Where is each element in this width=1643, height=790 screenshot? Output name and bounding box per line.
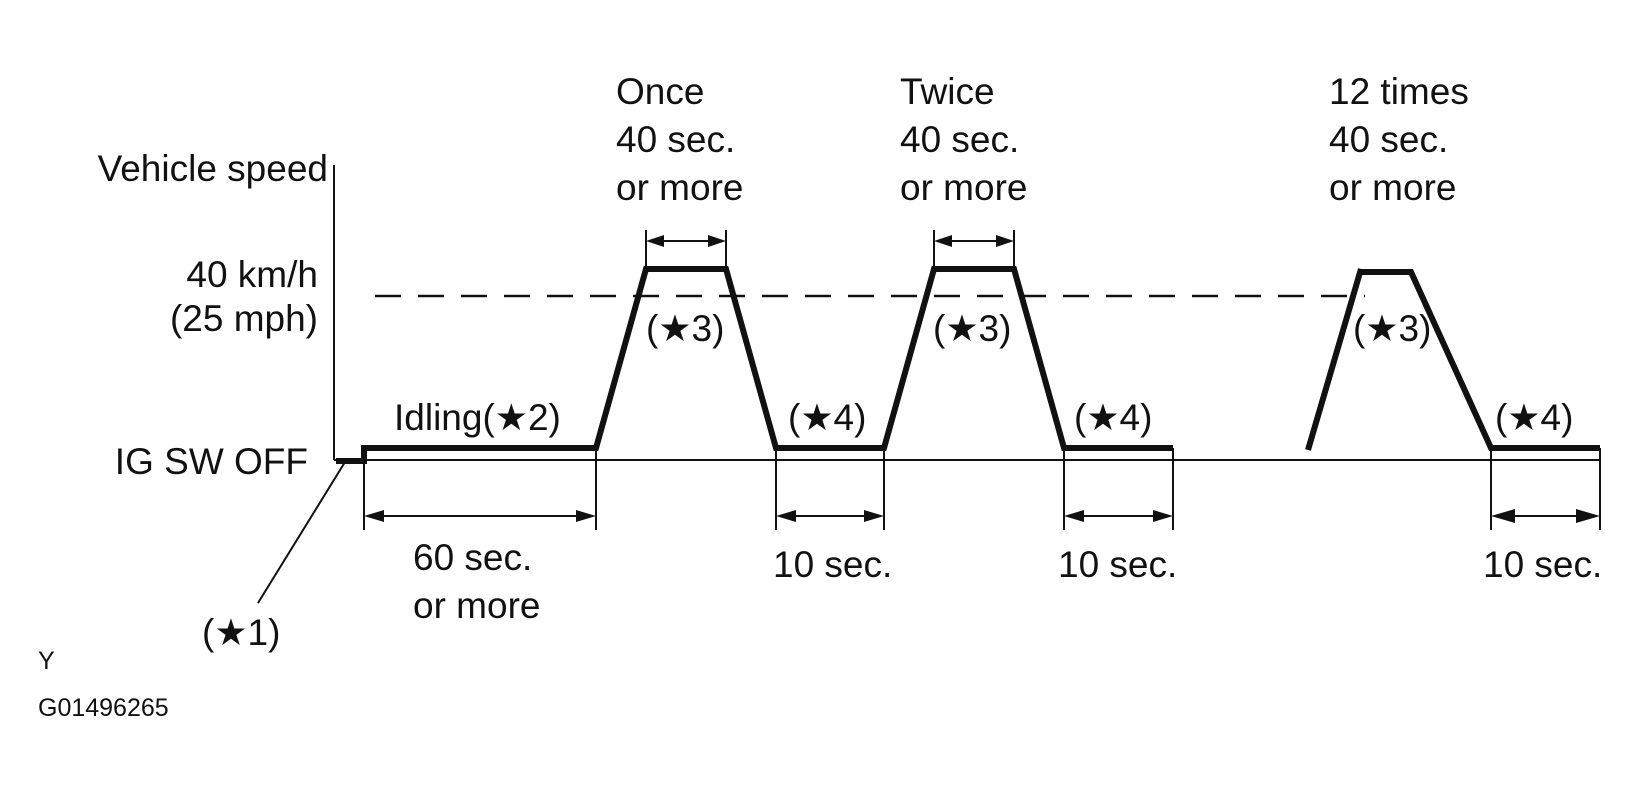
idle-interval-marker: [363, 448, 597, 530]
star1-label: (★1): [202, 612, 280, 653]
y-axis-label: Vehicle speed: [98, 148, 328, 189]
star3-label-1: (★3): [646, 308, 724, 349]
star4-label-1: (★4): [788, 397, 866, 438]
cycle3-duration: 40 sec.: [1329, 119, 1448, 160]
cycle2-count: Twice: [900, 71, 995, 112]
speed-trace-ramp-gap: [1305, 268, 1364, 451]
star4-label-3: (★4): [1495, 397, 1573, 438]
cycle2-duration: 40 sec.: [900, 119, 1019, 160]
rest-interval-label-1: 10 sec.: [773, 544, 892, 585]
idling-step-label: Idling(★2): [394, 397, 561, 438]
rest-interval-label-2: 10 sec.: [1058, 544, 1177, 585]
star3-label-3: (★3): [1353, 308, 1431, 349]
idle-interval-label: 60 sec.: [413, 537, 532, 578]
figure-code: G01496265: [38, 694, 169, 722]
star4-label-2: (★4): [1074, 397, 1152, 438]
rest-interval-marker-1: [775, 448, 885, 530]
cycle1-duration-qualifier: or more: [616, 167, 743, 208]
star1-leader-line: [257, 461, 346, 604]
cycle3-duration-qualifier: or more: [1329, 167, 1456, 208]
cycle1-count: Once: [616, 71, 704, 112]
cycle1-duration: 40 sec.: [616, 119, 735, 160]
speed-trace-final: [1361, 269, 1600, 451]
rest-interval-marker-2: [1063, 448, 1174, 530]
cycle3-count: 12 times: [1329, 71, 1469, 112]
speed-label-mph: (25 mph): [170, 298, 318, 339]
cycle2-duration-marker: [933, 230, 1015, 269]
rest-interval-label-3: 10 sec.: [1483, 544, 1602, 585]
corner-mark: Y: [38, 647, 55, 675]
rest-interval-marker-3: [1490, 448, 1601, 530]
cycle1-duration-marker: [645, 230, 727, 269]
idle-interval-qualifier: or more: [413, 585, 540, 626]
speed-label-kmh: 40 km/h: [186, 254, 318, 295]
star3-label-2: (★3): [933, 308, 1011, 349]
cycle2-duration-qualifier: or more: [900, 167, 1027, 208]
baseline-label: IG SW OFF: [115, 441, 308, 482]
